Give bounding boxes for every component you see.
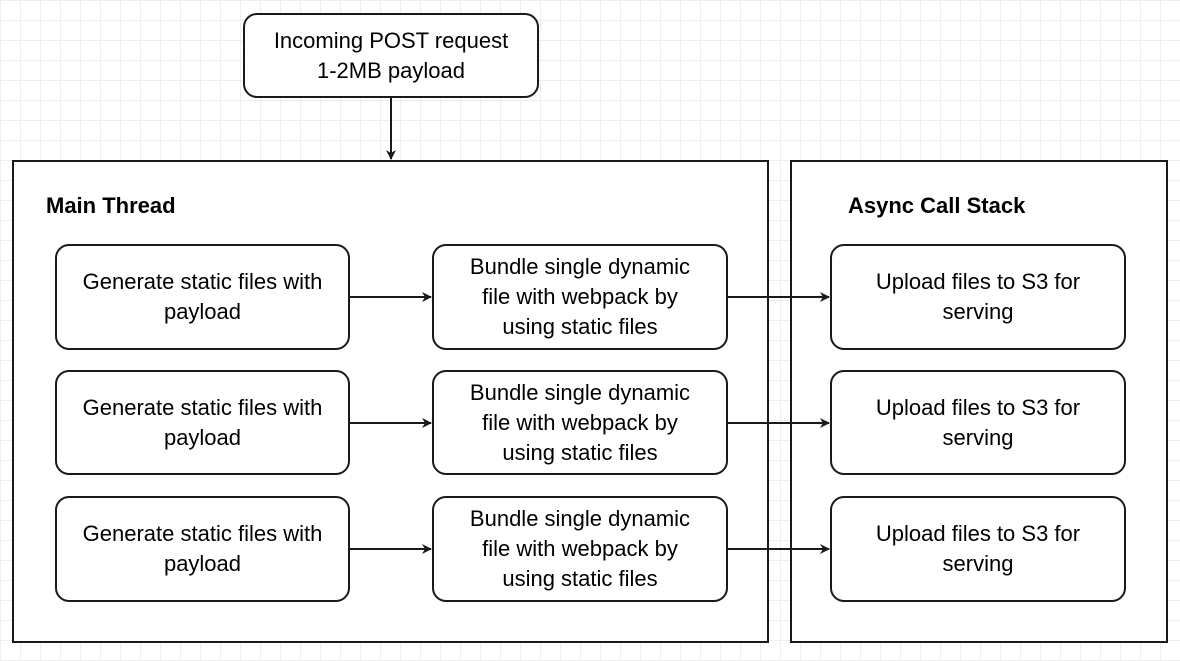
generate-line1: Generate static files with — [82, 394, 323, 420]
generate-line1: Generate static files with — [82, 269, 323, 294]
upload-to-s3-node: Upload files to S3 for serving — [830, 244, 1126, 350]
generate-line2: payload — [163, 299, 242, 324]
upload-to-s3-node: Upload files to S3 for serving — [830, 496, 1126, 602]
upload-line2: serving — [942, 551, 1014, 576]
upload-line1: Upload files to S3 for — [875, 269, 1081, 294]
generate-line2: payload — [163, 551, 242, 576]
upload-to-s3-node: Upload files to S3 for serving — [830, 370, 1126, 475]
main-thread-title: Main Thread — [46, 193, 176, 218]
generate-static-files-node: Generate static files with payload — [55, 244, 350, 350]
generate-line2: payload — [163, 424, 242, 450]
bundle-dynamic-file-node: Bundle single dynamic file with webpack … — [432, 244, 728, 350]
bundle-line1: Bundle single dynamic — [469, 254, 691, 279]
bundle-line3: using static files — [502, 439, 658, 465]
upload-line2: serving — [942, 424, 1014, 450]
bundle-dynamic-file-node: Bundle single dynamic file with webpack … — [432, 370, 728, 475]
bundle-line1: Bundle single dynamic — [469, 506, 691, 531]
bundle-line2: file with webpack by — [482, 409, 678, 435]
generate-static-files-node: Generate static files with payload — [55, 496, 350, 602]
upload-line2: serving — [942, 299, 1014, 324]
bundle-line2: file with webpack by — [482, 536, 678, 561]
generate-line1: Generate static files with — [82, 521, 323, 546]
incoming-request-line1: Incoming POST request — [273, 27, 509, 53]
bundle-dynamic-file-node: Bundle single dynamic file with webpack … — [432, 496, 728, 602]
upload-line1: Upload files to S3 for — [875, 394, 1081, 420]
incoming-request-line2: 1-2MB payload — [317, 57, 465, 83]
bundle-line3: using static files — [502, 314, 658, 339]
async-call-stack-title: Async Call Stack — [848, 193, 1026, 218]
bundle-line2: file with webpack by — [482, 284, 678, 309]
upload-line1: Upload files to S3 for — [875, 521, 1081, 546]
bundle-line3: using static files — [502, 566, 658, 591]
incoming-request-node: Incoming POST request 1-2MB payload — [243, 13, 539, 98]
bundle-line1: Bundle single dynamic — [469, 379, 691, 405]
generate-static-files-node: Generate static files with payload — [55, 370, 350, 475]
